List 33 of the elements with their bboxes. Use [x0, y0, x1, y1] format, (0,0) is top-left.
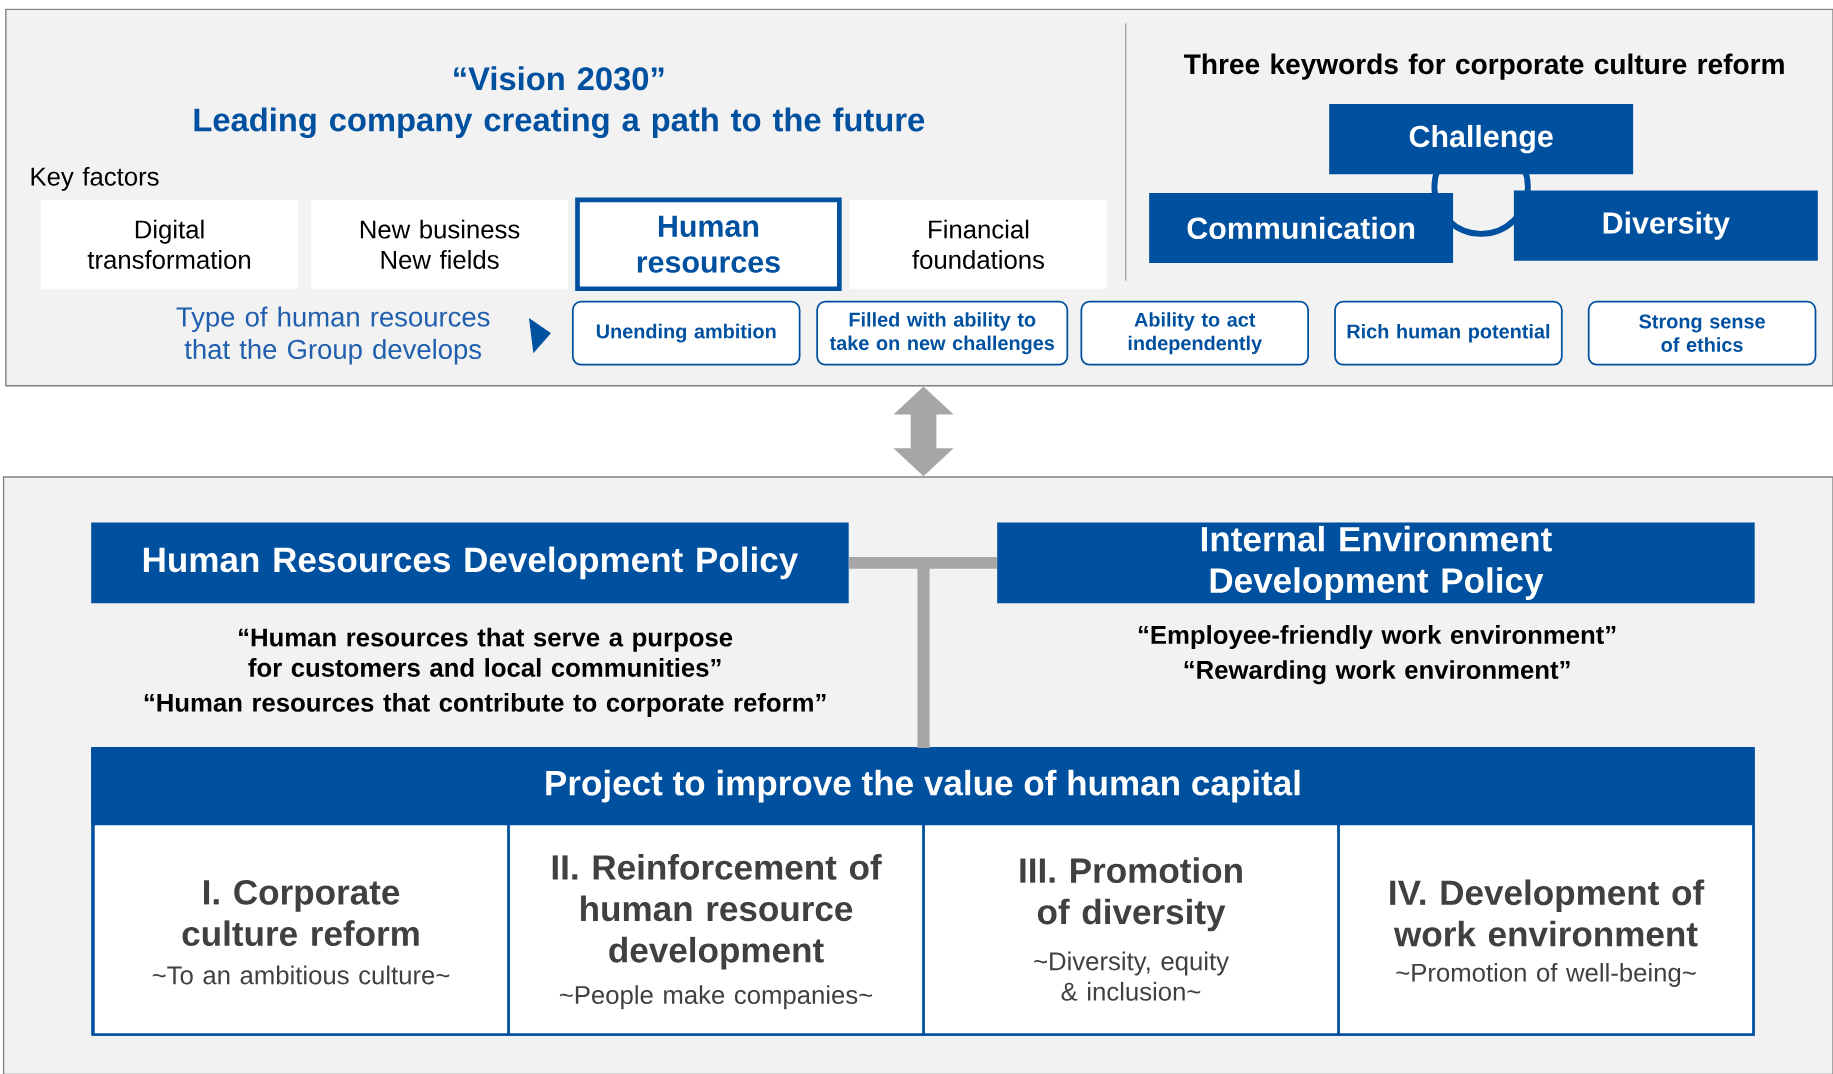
cell-heading: II. Reinforcement of human resource development	[552, 853, 882, 970]
cell-subtitle: ~Diversity, equity & inclusion~	[1034, 951, 1229, 1001]
cell-heading: IV. Development of work environment	[1390, 879, 1705, 947]
factor-box: Financial foundations	[849, 199, 1108, 289]
trait-box: Rich human potential	[1334, 300, 1563, 366]
heading: Leading company creating a path to the future	[194, 107, 925, 138]
connector-line	[917, 556, 997, 748]
trait-box: Strong sense of ethics	[1587, 300, 1817, 366]
keyword-box: Challenge	[1329, 103, 1634, 175]
cell-subtitle: ~Promotion of well-being~	[1396, 962, 1696, 987]
highlighted-box: Human resources	[575, 197, 842, 291]
keyword-box: Diversity	[1513, 190, 1818, 261]
section-heading: Three keywords for corporate culture reform	[1184, 53, 1784, 80]
cell-subtitle: ~People make companies~	[559, 985, 873, 1009]
policy-box: Human Resources Development Policy	[91, 522, 849, 604]
trait-box: Unending ambition	[571, 300, 801, 366]
factor-box: Digital transformation	[40, 199, 299, 289]
cell-heading: III. Promotion of diversity	[1020, 857, 1242, 932]
cell-subtitle: ~To an ambitious culture~	[152, 965, 450, 985]
cell-heading: I. Corporate culture reform	[182, 879, 419, 946]
quote: “Human resources that serve a purpose for customers and local communities”	[239, 627, 733, 677]
heading: “Vision 2030”	[454, 66, 664, 91]
trait-box: Ability to act independently	[1080, 300, 1309, 366]
keyword-box: Communication	[1149, 192, 1454, 263]
caption-text: Type of human resources that the Group develops	[176, 306, 490, 365]
policy-box: Internal Environment Development Policy	[997, 522, 1755, 604]
quote: “Human resources that contribute to corporate reform”	[144, 692, 826, 717]
quote: “Rewarding work environment”	[1184, 660, 1570, 685]
arrow	[529, 317, 551, 353]
factor-box: New business New fields	[310, 199, 569, 289]
section-label: Key factors	[31, 166, 159, 191]
quote: “Employee-friendly work environment”	[1138, 624, 1616, 649]
trait-box: Filled with ability to take on new challenges	[816, 300, 1069, 366]
